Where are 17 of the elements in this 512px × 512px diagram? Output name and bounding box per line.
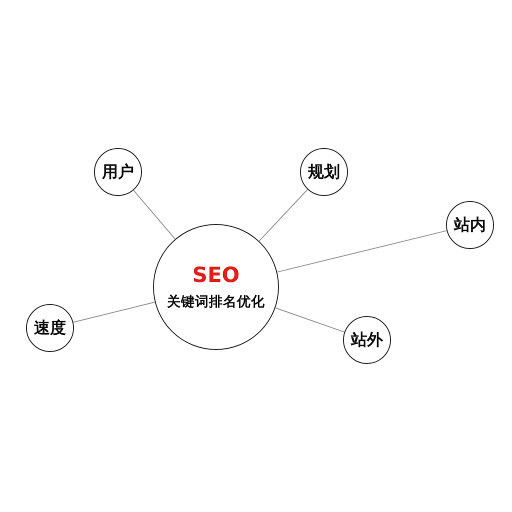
topic-label: 站内 bbox=[454, 214, 486, 236]
circle-title: SEO bbox=[192, 263, 240, 287]
connector-line bbox=[72, 302, 156, 323]
topic-circle bbox=[343, 316, 391, 364]
topic-label: 站外 bbox=[351, 330, 383, 350]
connector-line bbox=[274, 307, 345, 333]
circle-subtitle: 关键词排名优化 bbox=[167, 293, 265, 311]
topic-circle bbox=[26, 304, 74, 352]
topic-label: 规划 bbox=[308, 162, 340, 182]
topic-label: 速度 bbox=[34, 318, 66, 338]
topic-circle bbox=[94, 148, 142, 196]
connector-line bbox=[133, 190, 176, 240]
topic-label: 用户 bbox=[102, 162, 134, 182]
connector-line bbox=[258, 189, 308, 242]
topic-circle bbox=[446, 201, 494, 249]
connector-line bbox=[276, 230, 448, 273]
topic-circle bbox=[300, 148, 348, 196]
